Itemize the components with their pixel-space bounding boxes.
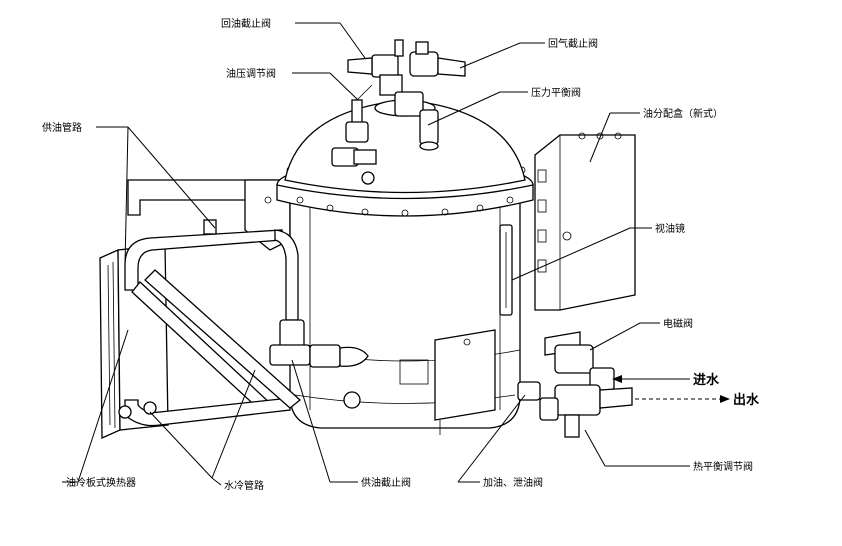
label-plate-heat-exchanger: 油冷板式换热器 — [66, 476, 136, 489]
water-cooling-pipe — [118, 269, 302, 427]
label-oil-pressure-valve: 油压调节阀 — [226, 67, 276, 80]
leader-lines — [62, 22, 720, 486]
label-sight-glass: 视油镜 — [655, 222, 685, 235]
label-oil-supply-stop-valve: 供油截止阀 — [361, 476, 411, 489]
water-out-arrow-icon — [720, 395, 730, 403]
label-oil-distribution-box: 油分配盒（新式） — [643, 107, 723, 120]
label-water-in: 进水 — [693, 372, 720, 388]
label-water-cooling-pipe: 水冷管路 — [224, 479, 264, 492]
oil-fill-drain-valve — [399, 329, 496, 435]
label-pressure-balance-valve: 压力平衡阀 — [531, 86, 581, 99]
oil-distribution-box — [534, 132, 636, 311]
oil-supply-pipe — [124, 219, 311, 413]
water-valves — [517, 331, 633, 438]
water-in-arrow-icon — [612, 375, 622, 383]
top-valves — [331, 39, 466, 185]
label-return-gas-valve: 回气截止阀 — [548, 37, 598, 50]
label-heat-balance-valve: 热平衡调节阀 — [693, 460, 753, 473]
labels: 回油截止阀 回气截止阀 油压调节阀 压力平衡阀 供油管路 油分配盒（新式） 视油… — [42, 17, 760, 492]
machine-drawing — [99, 39, 636, 439]
label-water-out: 出水 — [733, 392, 760, 408]
label-oil-supply-pipe: 供油管路 — [42, 121, 82, 134]
plate-heat-exchanger — [99, 244, 169, 439]
label-oil-fill-drain-valve: 加油、泄油阀 — [483, 476, 543, 489]
label-solenoid-valve: 电磁阀 — [663, 317, 693, 330]
label-return-oil-valve: 回油截止阀 — [221, 17, 271, 30]
flow-arrows — [612, 375, 730, 403]
oil-supply-stop-valve — [309, 344, 369, 409]
sight-glass — [499, 224, 513, 316]
